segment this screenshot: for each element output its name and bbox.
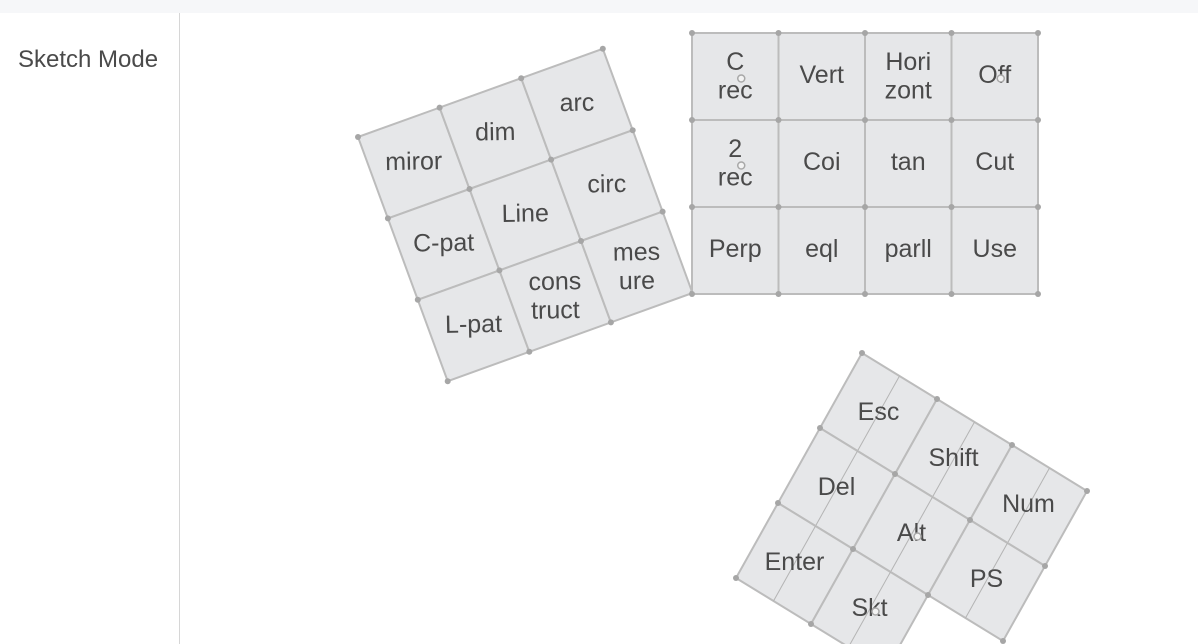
key-vertex-dot [1009, 442, 1015, 448]
key-center-ring [996, 74, 1005, 83]
key-vertex-dot [775, 30, 782, 36]
key-vertex-dot [948, 30, 955, 36]
key-vertex-dot [414, 296, 421, 303]
key-vertex-dot [1035, 30, 1041, 36]
key-vertex-dot [496, 267, 503, 274]
key-2rec[interactable] [691, 119, 780, 208]
mode-label: Sketch Mode [18, 46, 159, 73]
key-vertex-dot [948, 117, 955, 123]
key-vertex-dot [599, 45, 606, 52]
key-cut[interactable] [950, 119, 1039, 208]
key-vertex-dot [733, 575, 739, 581]
key-vertex-dot [775, 117, 782, 123]
keyboard-svg: mirordimarcC-patLinecircL-patconstructme… [355, 30, 1090, 644]
key-center-ring [913, 532, 922, 541]
key-vertex-dot [808, 621, 814, 627]
key-vertex-dot [689, 30, 695, 36]
swipe-hint-line [815, 450, 858, 527]
key-vertex-dot [862, 204, 868, 210]
key-vertex-dot [436, 104, 443, 111]
key-vertex-dot [817, 425, 823, 431]
key-vertex-dot [925, 592, 931, 598]
key-vert[interactable] [777, 32, 866, 121]
swipe-hint-line [773, 525, 816, 602]
key-vertex-dot [659, 208, 666, 215]
key-horizont[interactable] [864, 32, 953, 121]
key-vertex-dot [1000, 638, 1006, 644]
key-vertex-dot [689, 204, 695, 210]
key-vertex-dot [862, 291, 868, 297]
key-vertex-dot [1035, 291, 1041, 297]
key-coi[interactable] [777, 119, 866, 208]
key-vertex-dot [526, 348, 533, 355]
key-perp[interactable] [691, 206, 780, 295]
key-vertex-dot [518, 75, 525, 82]
key-vertex-dot [892, 471, 898, 477]
swipe-hint-line [1007, 467, 1050, 544]
key-vertex-dot [548, 156, 555, 163]
key-vertex-dot [948, 204, 955, 210]
key-vertex-dot [444, 378, 451, 385]
key-vertex-dot [1035, 204, 1041, 210]
key-vertex-dot [689, 291, 695, 297]
key-vertex-dot [607, 319, 614, 326]
key-vertex-dot [578, 238, 584, 244]
key-vertex-dot [862, 30, 868, 36]
key-use[interactable] [950, 206, 1039, 295]
key-vertex-dot [1035, 117, 1041, 123]
key-vertex-dot [934, 396, 940, 402]
key-vertex-dot [629, 127, 636, 134]
key-vertex-dot [775, 291, 782, 297]
key-vertex-dot [775, 500, 781, 506]
key-vertex-dot [850, 546, 856, 552]
swipe-hint-line [965, 542, 1008, 619]
sidebar: Sketch Mode [0, 13, 180, 644]
key-center-ring [737, 161, 746, 170]
key-eql[interactable] [777, 206, 866, 295]
key-parll[interactable] [864, 206, 953, 295]
key-off[interactable] [950, 32, 1039, 121]
key-skt[interactable] [809, 547, 930, 644]
key-vertex-dot [859, 350, 865, 356]
key-vertex-dot [1084, 488, 1090, 494]
key-center-ring [871, 607, 880, 616]
key-vertex-dot [689, 117, 695, 123]
key-crec[interactable] [691, 32, 780, 121]
key-tan[interactable] [864, 119, 953, 208]
left-pad: mirordimarcC-patLinecircL-patconstructme… [355, 45, 696, 385]
swipe-hint-line [890, 496, 933, 573]
key-vertex-dot [1042, 563, 1048, 569]
key-vertex-dot [355, 134, 361, 140]
key-vertex-dot [862, 117, 868, 123]
swipe-hint-line [849, 571, 891, 644]
key-center-ring [737, 74, 746, 83]
swipe-hint-line [857, 375, 900, 452]
key-vertex-dot [775, 204, 782, 210]
key-vertex-dot [948, 291, 955, 297]
key-vertex-dot [466, 186, 473, 192]
top-bar [0, 0, 1198, 13]
key-vertex-dot [384, 215, 391, 222]
key-vertex-dot [967, 517, 973, 523]
swipe-hint-line [932, 421, 975, 498]
